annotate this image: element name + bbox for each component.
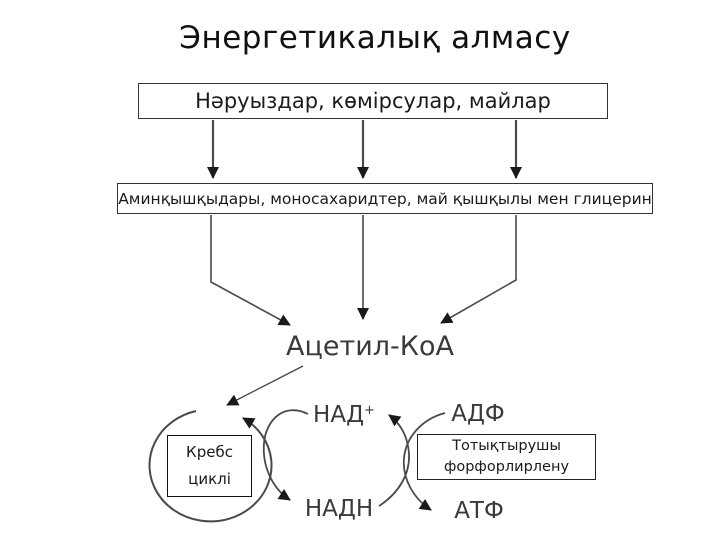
box-oxphos-line1: Тотықтырушы [452,437,561,454]
label-nad-plus-sup: + [364,403,375,418]
arrow-nadh-to-nadplus [378,414,410,507]
box-krebs-line2: циклі [188,470,231,488]
label-atp: АТФ [454,498,504,524]
label-nad-plus-base: НАД [313,402,365,428]
label-acetyl-coa: Ацетил-КоА [286,331,454,362]
box-monomers: Аминқышқыдары, моносахаридтер, май қышқы… [117,183,653,214]
box-monomers-label: Аминқышқыдары, моносахаридтер, май қышқы… [118,189,652,208]
box-macronutrients-label: Нәруыздар, көмірсулар, майлар [195,89,551,113]
page-title: Энергетикалық алмасу [179,20,571,56]
krebs-cycle-ring-arrow [148,410,273,523]
label-nadh: НАДН [304,496,374,522]
arrow-adp-to-atp [402,412,446,511]
box-oxidative-phosphorylation: Тотықтырушы форфорлирлену [417,434,596,480]
label-adp: АДФ [451,401,505,427]
box-oxphos-line2: форфорлирлену [443,459,570,475]
arrow-acetyl-to-krebs [226,365,304,406]
arrow-nadplus-to-nadh [262,409,309,501]
box-krebs-line1: Кребс [186,443,233,461]
arrow-monomers-to-acetyl-right [440,215,517,324]
box-macronutrients: Нәруыздар, көмірсулар, майлар [138,83,608,119]
arrow-monomers-to-acetyl-left [210,215,291,326]
label-nad-plus: НАД+ [305,402,383,428]
box-krebs-cycle: Кребс циклі [167,435,252,497]
